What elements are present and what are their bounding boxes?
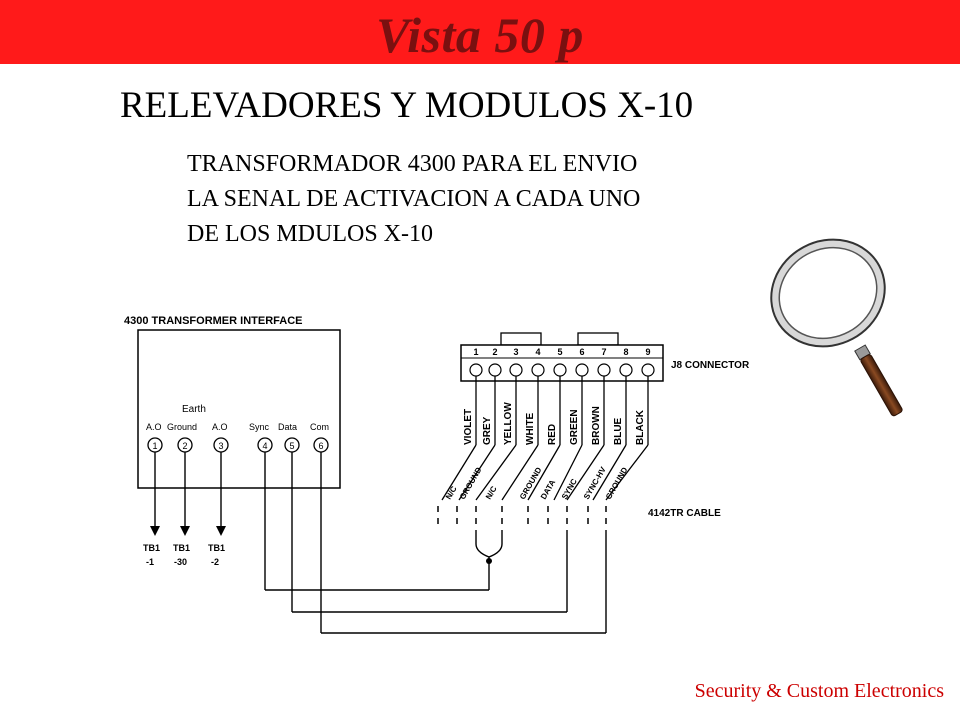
connector-pin-6: 6	[579, 347, 584, 357]
header-bar	[0, 0, 960, 64]
wire-color-9: BLACK	[635, 409, 646, 445]
tb1-leads	[154, 452, 222, 526]
description-line-1: TRANSFORMADOR 4300 PARA EL ENVIO	[187, 151, 638, 177]
wire-color-labels: VIOLET GREY YELLOW WHITE RED GREEN BROWN…	[463, 402, 646, 445]
connector-pin-3: 3	[513, 347, 518, 357]
interface-box	[137, 329, 341, 489]
splice-junction	[486, 558, 492, 564]
connector-pin-9: 9	[645, 347, 650, 357]
tb1-value-1: -1	[146, 557, 154, 567]
tb1-value-2: -30	[174, 557, 187, 567]
connector-pin-5: 5	[557, 347, 562, 357]
connector-pin-4: 4	[535, 347, 540, 357]
wire-color-6: GREEN	[569, 409, 580, 445]
connector-pin-1: 1	[473, 347, 478, 357]
terminal-label-3: A.O	[212, 422, 228, 432]
connector-pin-2: 2	[492, 347, 497, 357]
connector-label: J8 CONNECTOR	[671, 360, 750, 371]
description-line-2: LA SENAL DE ACTIVACION A CADA UNO	[187, 186, 641, 212]
wire-color-3: YELLOW	[503, 402, 514, 445]
interface-wires	[264, 452, 607, 634]
connector-pin-circles	[469, 363, 655, 377]
connector-pin-7: 7	[601, 347, 606, 357]
connector-wires	[441, 376, 649, 501]
wire-color-1: VIOLET	[463, 409, 474, 445]
wire-color-4: WHITE	[525, 412, 536, 445]
subtitle: RELEVADORES Y MODULOS X-10	[120, 85, 694, 126]
terminal-label-4: Sync	[249, 422, 270, 432]
description: TRANSFORMADOR 4300 PARA EL ENVIO LA SENA…	[187, 147, 807, 252]
terminal-label-6: Com	[310, 422, 329, 432]
terminal-label-1: A.O	[146, 422, 162, 432]
terminal-label-2: Ground	[167, 422, 197, 432]
interface-title: 4300 TRANSFORMER INTERFACE	[124, 315, 302, 327]
earth-label: Earth	[182, 404, 206, 415]
footer-text: Security & Custom Electronics	[694, 680, 944, 702]
tb1-label-1: TB1	[143, 543, 160, 553]
terminal-number-2: 2	[182, 441, 187, 451]
wire-color-8: BLUE	[613, 417, 624, 445]
tb1-value-3: -2	[211, 557, 219, 567]
terminal-number-5: 5	[289, 441, 294, 451]
cable-label: 4142TR CABLE	[648, 508, 721, 519]
terminal-number-6: 6	[318, 441, 323, 451]
tb1-label-3: TB1	[208, 543, 225, 553]
terminal-label-5: Data	[278, 422, 297, 432]
tb1-arrows	[150, 526, 226, 536]
cable-ends	[437, 506, 607, 530]
slide-title: Vista 50 p	[376, 7, 584, 63]
connector-pin-8: 8	[623, 347, 628, 357]
wire-color-5: RED	[547, 424, 558, 445]
wire-color-2: GREY	[482, 416, 493, 445]
terminal-number-4: 4	[262, 441, 267, 451]
description-line-3: DE LOS MDULOS X-10	[187, 221, 433, 247]
wire-color-7: BROWN	[591, 406, 602, 445]
tb1-label-2: TB1	[173, 543, 190, 553]
terminal-number-1: 1	[152, 441, 157, 451]
connector-pins: 1 2 3 4 5 6 7 8 9	[473, 347, 650, 357]
terminal-number-3: 3	[218, 441, 223, 451]
